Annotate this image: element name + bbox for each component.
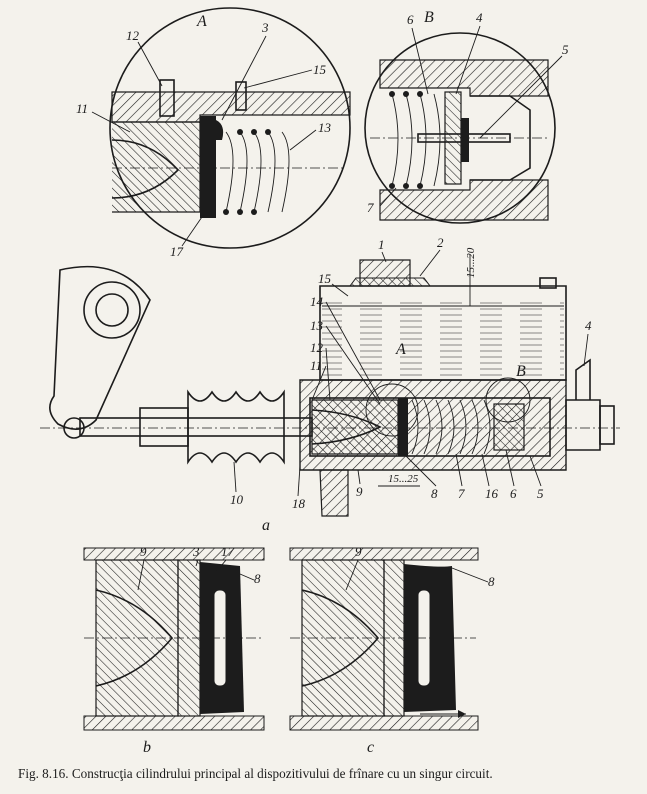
label-1-main: 1 (378, 237, 385, 252)
view-letter-a-top: A (196, 13, 207, 30)
dimension-piston-gap: 15...25 (388, 473, 419, 485)
label-10-main: 10 (230, 492, 244, 507)
label-8-view-b: 8 (254, 571, 261, 586)
label-7-main: 7 (458, 486, 465, 501)
dimension-level-gap: 15...20 (465, 247, 477, 278)
label-2-main: 2 (437, 235, 444, 250)
label-9-view-b: 9 (140, 544, 147, 559)
label-8-view-c: 8 (488, 574, 495, 589)
label-17-detail-a: 17 (170, 244, 184, 259)
view-letter-b-top: B (424, 9, 434, 26)
label-9-main: 9 (356, 484, 363, 499)
label-3-view-b: 3 (192, 544, 200, 559)
label-12-main: 12 (310, 340, 324, 355)
label-11-detail-a: 11 (76, 101, 88, 116)
label-15-detail-a: 15 (313, 62, 327, 77)
detail-view-c-lower: 9 8 c (289, 544, 495, 756)
figure-caption: Fig. 8.16. Construcţia cilindrului princ… (18, 766, 493, 781)
label-6-detail-b: 6 (407, 12, 414, 27)
label-5-detail-b: 5 (562, 42, 569, 57)
view-letter-a-main: a (262, 517, 270, 534)
label-15-main: 15 (318, 271, 332, 286)
label-8-main: 8 (431, 486, 438, 501)
label-12-detail-a: 12 (126, 28, 140, 43)
label-7-detail-b: 7 (367, 200, 374, 215)
label-17-view-b: 17 (221, 544, 235, 559)
zone-letter-b: B (516, 363, 526, 380)
detail-view-b: B 6 4 5 7 (364, 9, 569, 224)
view-letter-b: b (143, 739, 151, 756)
label-6-main: 6 (510, 486, 517, 501)
label-18-main: 18 (292, 496, 306, 511)
label-13-detail-a: 13 (318, 120, 332, 135)
label-16-main: 16 (485, 486, 499, 501)
label-14-main: 14 (310, 294, 324, 309)
label-3-detail-a: 3 (261, 20, 269, 35)
label-4-main: 4 (585, 318, 592, 333)
label-9-view-c: 9 (355, 544, 362, 559)
zone-letter-a: A (395, 341, 406, 358)
detail-view-b-lower: 9 3 17 8 b (83, 544, 265, 756)
detail-view-a: A 12 3 15 11 13 17 (76, 7, 351, 259)
label-13-main: 13 (310, 318, 324, 333)
view-letter-c: c (367, 739, 374, 756)
label-4-detail-b: 4 (476, 10, 483, 25)
label-5-main: 5 (537, 486, 544, 501)
label-11-main: 11 (310, 358, 322, 373)
main-section-view: 1 2 15 14 13 12 11 4 A B 10 18 9 8 7 16 … (40, 235, 620, 534)
